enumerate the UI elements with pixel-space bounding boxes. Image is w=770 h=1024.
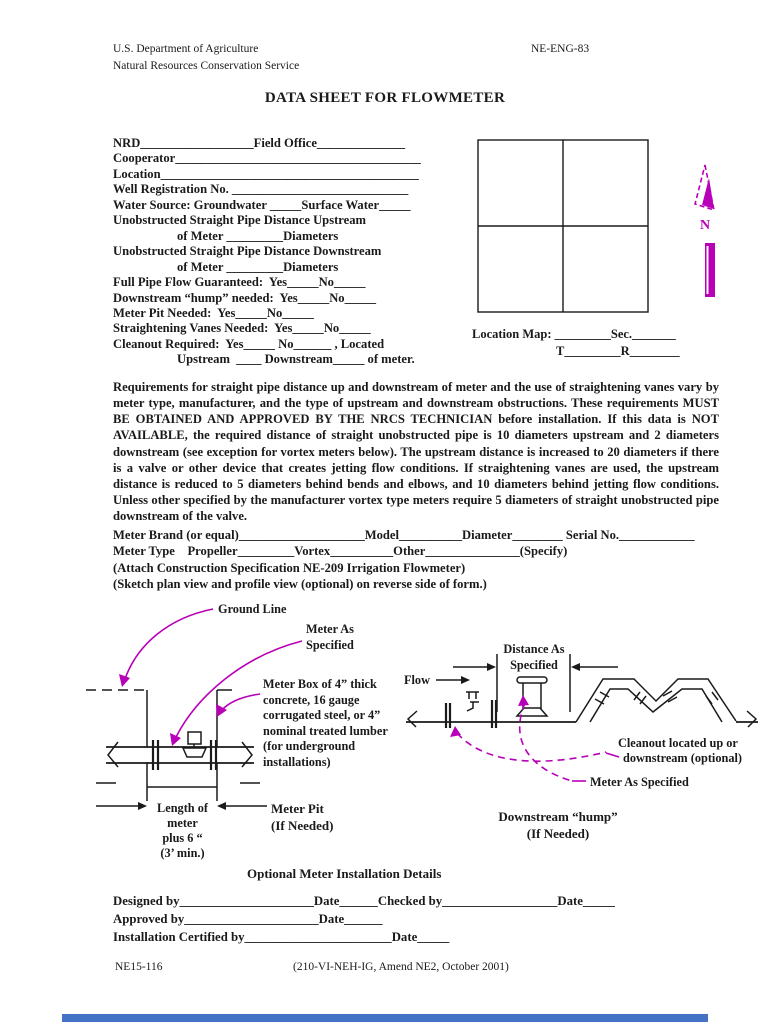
signature-line-designed[interactable]: Designed by_____________________Date____…: [113, 894, 615, 908]
form-line-unobstructed-downstream: Unobstructed Straight Pipe Distance Down…: [113, 244, 382, 259]
agency-line-1: U.S. Department of Agriculture: [113, 43, 259, 55]
form-line-downstream-hump[interactable]: Downstream “hump” needed: Yes_____No____…: [113, 290, 377, 305]
ground-line-label: Ground Line: [218, 602, 287, 616]
header-agency: U.S. Department of Agriculture Natural R…: [113, 41, 299, 75]
form-line-full-pipe-flow[interactable]: Full Pipe Flow Guaranteed: Yes_____No___…: [113, 275, 366, 290]
form-number: NE-ENG-83: [531, 43, 590, 55]
left-annotation-arrows: [119, 608, 303, 746]
form-fields: NRD__________________Field Office_______…: [113, 136, 421, 368]
north-arrow-icon: [694, 164, 716, 297]
cleanout-fitting-glyph: [466, 691, 479, 712]
meter-line-attach-spec: (Attach Construction Specification NE-20…: [113, 560, 466, 575]
distance-as-specified-label: Distance As Specified: [503, 642, 565, 672]
optional-details-heading: Optional Meter Installation Details: [247, 866, 442, 881]
meter-line-brand[interactable]: Meter Brand (or equal)__________________…: [113, 528, 695, 542]
downstream-hump-drawing: [406, 654, 758, 728]
signature-lines: Designed by_____________________Date____…: [113, 893, 615, 946]
form-line-cleanout-location[interactable]: Upstream ____ Downstream_____ of meter.: [177, 352, 415, 367]
form-line-upstream-diameters[interactable]: of Meter _________Diameters: [177, 228, 339, 243]
cleanout-location-label-line1: Cleanout located up or: [618, 736, 738, 750]
pit-length-label: Length of meter plus 6 “ (3’ min.): [157, 801, 208, 860]
meter-pit-label: Meter Pit (If Needed): [271, 801, 334, 833]
page-title: DATA SHEET FOR FLOWMETER: [264, 90, 506, 106]
meter-box-label: Meter Box of 4” thick concrete, 16 gauge…: [263, 677, 388, 769]
meter-glyph: [516, 676, 548, 684]
form-line-unobstructed-upstream: Unobstructed Straight Pipe Distance Upst…: [113, 213, 367, 228]
form-line-location[interactable]: Location________________________________…: [113, 166, 419, 181]
form-line-meter-pit[interactable]: Meter Pit Needed: Yes_____No_____: [113, 305, 314, 320]
form-line-cleanout-required[interactable]: Cleanout Required: Yes_____ No______ , L…: [113, 336, 385, 351]
form-line-straightening-vanes[interactable]: Straightening Vanes Needed: Yes_____No__…: [113, 321, 371, 336]
footer-reference: (210-VI-NEH-IG, Amend NE2, October 2001): [293, 961, 509, 973]
form-line-cooperator[interactable]: Cooperator______________________________…: [113, 151, 421, 166]
north-label: N: [700, 218, 711, 233]
bottom-bar: [62, 1014, 708, 1022]
meter-line-type[interactable]: Meter Type Propeller_________Vortex_____…: [113, 544, 568, 559]
meter-pit-drawing: [86, 689, 267, 810]
flow-label: Flow: [404, 673, 430, 687]
requirements-paragraph: Requirements for straight pipe distance …: [113, 380, 719, 524]
cleanout-location-label-line2: downstream (optional): [623, 751, 742, 765]
form-line-downstream-diameters[interactable]: of Meter _________Diameters: [177, 259, 339, 274]
downstream-hump-label: Downstream “hump” (If Needed): [498, 809, 618, 841]
signature-line-certified[interactable]: Installation Certified by_______________…: [113, 929, 450, 944]
location-map-grid: [477, 139, 649, 313]
form-line-nrd-field-office[interactable]: NRD__________________Field Office_______…: [113, 136, 406, 150]
footer-form-id: NE15-116: [115, 961, 163, 973]
meter-spec-lines: Meter Brand (or equal)__________________…: [113, 527, 695, 592]
meter-as-specified-right-label: Meter As Specified: [590, 775, 689, 789]
form-line-water-source[interactable]: Water Source: Groundwater _____Surface W…: [113, 197, 411, 212]
agency-line-2: Natural Resources Conservation Service: [113, 60, 300, 72]
meter-as-specified-left-label: Meter As Specified: [306, 622, 354, 652]
form-line-well-registration[interactable]: Well Registration No. __________________…: [113, 182, 409, 197]
location-map-caption[interactable]: Location Map: _________Sec._______: [472, 327, 676, 341]
signature-line-approved[interactable]: Approved by_____________________Date____…: [113, 911, 383, 926]
location-map-caption-township[interactable]: T_________R________: [556, 344, 680, 358]
meter-line-sketch-note: (Sketch plan view and profile view (opti…: [113, 576, 487, 591]
right-annotation-arrows: [450, 695, 620, 782]
